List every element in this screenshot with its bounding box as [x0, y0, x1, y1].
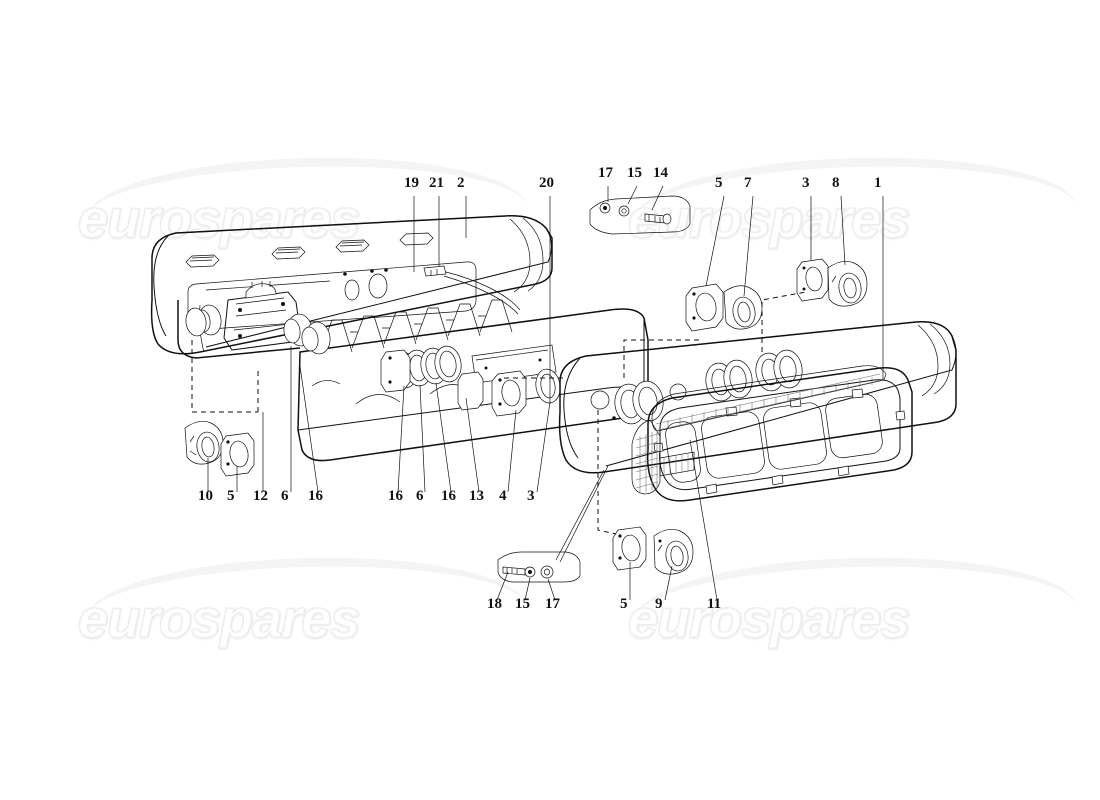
callout-number-17: 17 — [545, 596, 560, 612]
callout-number-11: 11 — [707, 596, 722, 612]
callout-number-5: 5 — [227, 488, 235, 504]
detached-flanges-bottom-left — [184, 421, 255, 477]
callout-number-5: 5 — [620, 596, 628, 612]
filter-mesh-screen — [631, 365, 887, 495]
hardware-group-bottom — [497, 551, 581, 583]
callout-number-17: 17 — [598, 165, 613, 181]
callout-number-16: 16 — [308, 488, 323, 504]
callout-number-2: 2 — [457, 175, 465, 191]
leader-lines — [207, 185, 884, 601]
flange-gasket-stack-left — [380, 345, 462, 393]
detached-flanges-bottom-right — [612, 526, 694, 575]
callout-number-14: 14 — [653, 165, 668, 181]
callout-number-3: 3 — [527, 488, 535, 504]
throttle-body-group — [185, 304, 331, 355]
callout-number-19: 19 — [404, 175, 419, 191]
callout-number-12: 12 — [253, 488, 268, 504]
callout-number-21: 21 — [429, 175, 444, 191]
callout-number-10: 10 — [198, 488, 213, 504]
upper-air-plenum — [150, 215, 553, 355]
callout-number-6: 6 — [416, 488, 424, 504]
callout-number-15: 15 — [515, 596, 530, 612]
detached-flanges-top-right — [685, 258, 868, 332]
callout-number-7: 7 — [744, 175, 752, 191]
callout-number-15: 15 — [627, 165, 642, 181]
callout-number-8: 8 — [832, 175, 840, 191]
callout-number-5: 5 — [715, 175, 723, 191]
flange-gasket-stack-right — [457, 368, 561, 417]
filter-box-access-panels — [646, 367, 913, 502]
callout-number-1: 1 — [874, 175, 882, 191]
callout-number-16: 16 — [388, 488, 403, 504]
callout-number-18: 18 — [487, 596, 502, 612]
carburettor-assembly — [185, 281, 331, 355]
hardware-group-top — [589, 195, 691, 235]
lower-air-filter-box — [558, 321, 957, 502]
alignment-dashed-lines — [191, 291, 807, 535]
callout-number-6: 6 — [281, 488, 289, 504]
callout-number-3: 3 — [802, 175, 810, 191]
callout-number-16: 16 — [441, 488, 456, 504]
callout-number-9: 9 — [655, 596, 663, 612]
plenum-latch-clips — [185, 232, 434, 268]
callout-number-4: 4 — [499, 488, 507, 504]
callout-number-20: 20 — [539, 175, 554, 191]
callout-number-13: 13 — [469, 488, 484, 504]
